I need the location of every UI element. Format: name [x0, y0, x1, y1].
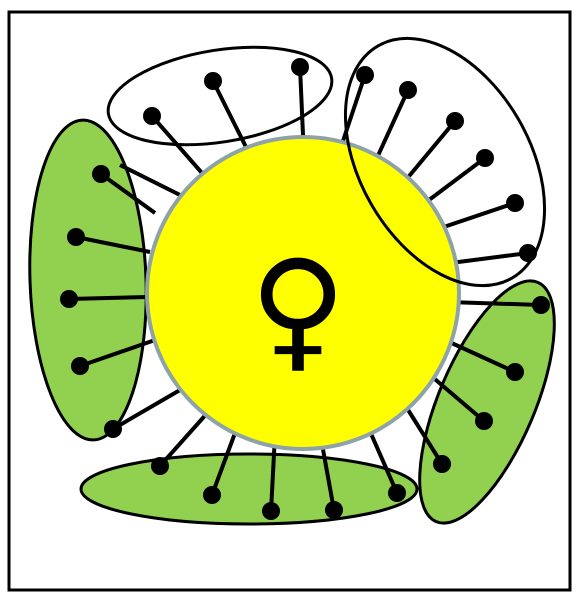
- marker-dot: [475, 412, 493, 430]
- marker-dot: [151, 457, 169, 475]
- female-symbol-icon: ♀: [250, 232, 347, 386]
- marker-dot: [262, 502, 280, 520]
- marker-dot: [104, 420, 122, 438]
- marker-dot: [476, 149, 494, 167]
- marker-dot: [71, 357, 89, 375]
- marker-dot: [60, 290, 78, 308]
- marker-dot: [388, 484, 406, 502]
- marker-dot: [532, 296, 550, 314]
- bottom-group-ellipse: [81, 454, 417, 524]
- marker-dot: [506, 194, 524, 212]
- marker-dot: [325, 501, 343, 519]
- marker-dot: [67, 228, 85, 246]
- marker-dot: [519, 244, 537, 262]
- marker-dot: [291, 58, 309, 76]
- marker-dot: [506, 363, 524, 381]
- marker-dot: [433, 455, 451, 473]
- marker-dot: [446, 112, 464, 130]
- stem: [69, 297, 148, 299]
- marker-dot: [92, 165, 110, 183]
- marker-dot: [356, 66, 374, 84]
- marker-dot: [399, 81, 417, 99]
- marker-dot: [203, 486, 221, 504]
- marker-dot: [143, 107, 161, 125]
- marker-dot: [204, 72, 222, 90]
